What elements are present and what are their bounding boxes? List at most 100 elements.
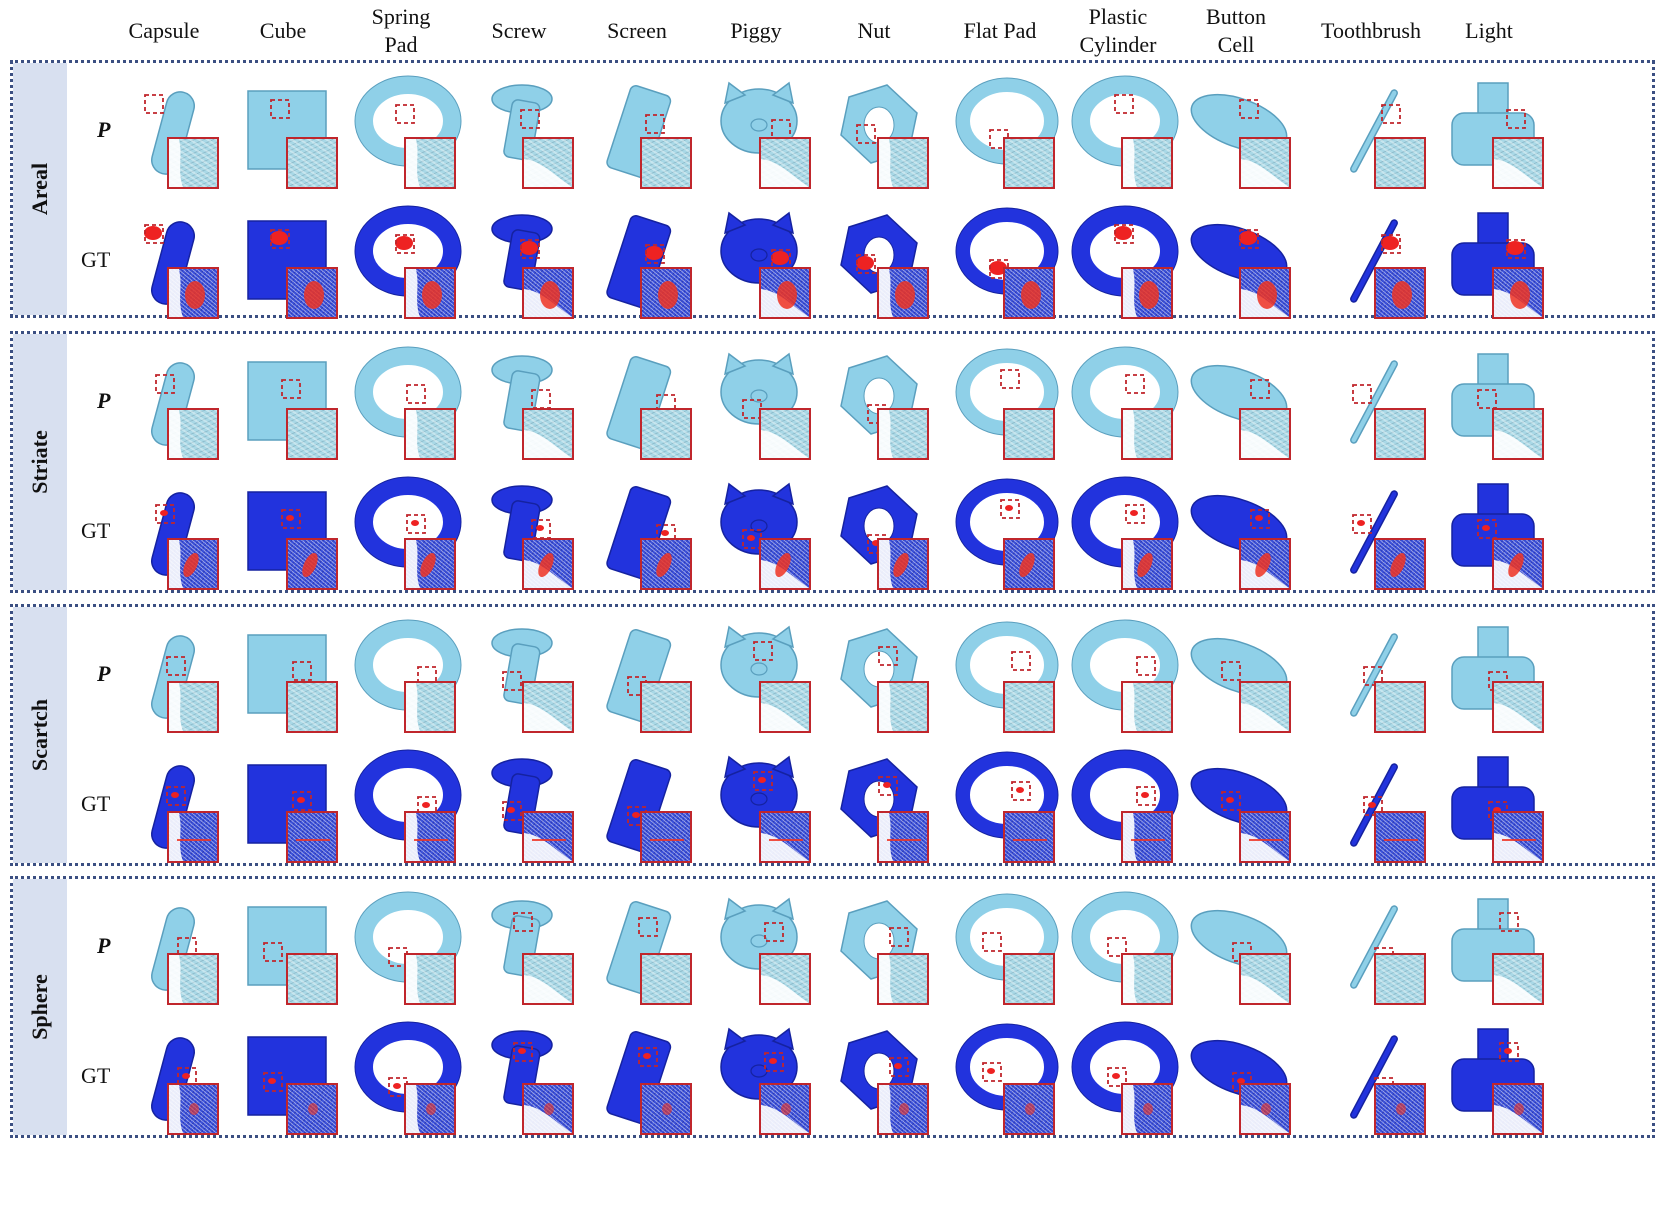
sample-cell: [1179, 474, 1299, 596]
sample-cell: [580, 1019, 700, 1141]
surface-edge: [524, 1105, 572, 1133]
sample-cell: [462, 747, 582, 869]
defect-region: [395, 236, 413, 250]
defect-highlight: [422, 281, 442, 309]
zoom-inset: [759, 267, 811, 319]
zoom-inset: [167, 267, 219, 319]
dashed-selection-box: [989, 129, 1009, 149]
defect-highlight: [1261, 1103, 1271, 1115]
zoom-inset: [1239, 267, 1291, 319]
dashed-selection-box: [292, 791, 312, 811]
zoom-inset: [640, 538, 692, 590]
sample-cell: [1061, 344, 1181, 466]
defect-highlight: [781, 1103, 791, 1115]
zoom-inset: [404, 1083, 456, 1135]
sample-cell: [344, 617, 464, 739]
surface-edge: [169, 540, 183, 588]
object-render: [151, 635, 195, 719]
surface-edge: [761, 159, 809, 187]
defect-highlight: [899, 1103, 909, 1115]
defect-highlight: [1510, 281, 1530, 309]
dashed-selection-box: [1352, 384, 1372, 404]
surface-edge: [1494, 833, 1542, 861]
surface-edge: [1005, 410, 1053, 458]
zoom-inset: [167, 408, 219, 460]
dashed-selection-box: [1114, 224, 1134, 244]
surface-edge: [879, 683, 893, 731]
surface-edge: [1494, 703, 1542, 731]
dashed-selection-box: [1352, 514, 1372, 534]
object-render: [151, 362, 195, 446]
sample-cell: [817, 617, 937, 739]
sample-cell: [943, 889, 1063, 1011]
defect-highlight: [532, 839, 566, 841]
surface-edge: [642, 813, 690, 861]
surface-edge: [1241, 560, 1289, 588]
zoom-inset: [1121, 953, 1173, 1005]
zoom-inset: [286, 267, 338, 319]
defect-region: [1114, 226, 1132, 240]
zoom-inset: [1121, 267, 1173, 319]
panel-tab: Scartch: [13, 607, 67, 863]
dashed-selection-box: [1136, 656, 1156, 676]
defect-highlight: [1396, 1103, 1406, 1115]
surface-edge: [1123, 540, 1137, 588]
sample-cell: [226, 889, 346, 1011]
sample-cell: [107, 474, 227, 596]
surface-edge: [1376, 139, 1424, 187]
sample-cell: [462, 73, 582, 195]
zoom-inset: [1003, 137, 1055, 189]
capsule-shape: [151, 221, 195, 305]
dashed-selection-box: [513, 1042, 533, 1062]
sample-cell: [580, 344, 700, 466]
defect-region: [411, 520, 419, 526]
dashed-selection-box: [395, 234, 415, 254]
dashed-selection-box: [502, 671, 522, 691]
sample-cell: [226, 474, 346, 596]
column-header: Cube: [259, 18, 307, 43]
sample-cell: [344, 344, 464, 466]
zoom-inset: [1121, 681, 1173, 733]
zoom-inset: [759, 137, 811, 189]
dashed-selection-box: [263, 1072, 283, 1092]
sample-cell: [1432, 747, 1552, 869]
dashed-selection-box: [753, 771, 773, 791]
column-header: Plastic Cylinder: [1079, 4, 1157, 57]
defect-region: [1016, 787, 1024, 793]
zoom-inset: [1003, 408, 1055, 460]
dashed-selection-box: [638, 917, 658, 937]
surface-edge: [879, 813, 893, 861]
sample-cell: [1314, 344, 1434, 466]
dashed-selection-box: [982, 932, 1002, 952]
sample-cell: [344, 474, 464, 596]
sample-cell: [1061, 203, 1181, 325]
zoom-inset: [404, 137, 456, 189]
zoom-inset: [1121, 811, 1173, 863]
zoom-inset: [1239, 1083, 1291, 1135]
defect-highlight: [769, 839, 803, 841]
zoom-inset: [1239, 681, 1291, 733]
defect-highlight: [887, 839, 921, 841]
sample-cell: [943, 73, 1063, 195]
surface-edge: [879, 540, 893, 588]
zoom-inset: [1003, 267, 1055, 319]
defect-region: [1130, 510, 1138, 516]
sample-cell: [462, 1019, 582, 1141]
defect-region: [1504, 1048, 1512, 1054]
zoom-inset: [167, 953, 219, 1005]
object-render: [1350, 763, 1398, 847]
sample-cell: [107, 344, 227, 466]
dashed-selection-box: [982, 1062, 1002, 1082]
defect-region: [286, 515, 294, 521]
sample-cell: [1179, 1019, 1299, 1141]
zoom-inset: [759, 408, 811, 460]
zoom-inset: [404, 681, 456, 733]
dashed-selection-box: [395, 104, 415, 124]
zoom-inset: [1121, 1083, 1173, 1135]
dashed-selection-box: [1000, 369, 1020, 389]
zoom-inset: [286, 1083, 338, 1135]
sample-cell: [226, 617, 346, 739]
object-render: [144, 91, 195, 175]
capsule-shape: [151, 1037, 195, 1121]
